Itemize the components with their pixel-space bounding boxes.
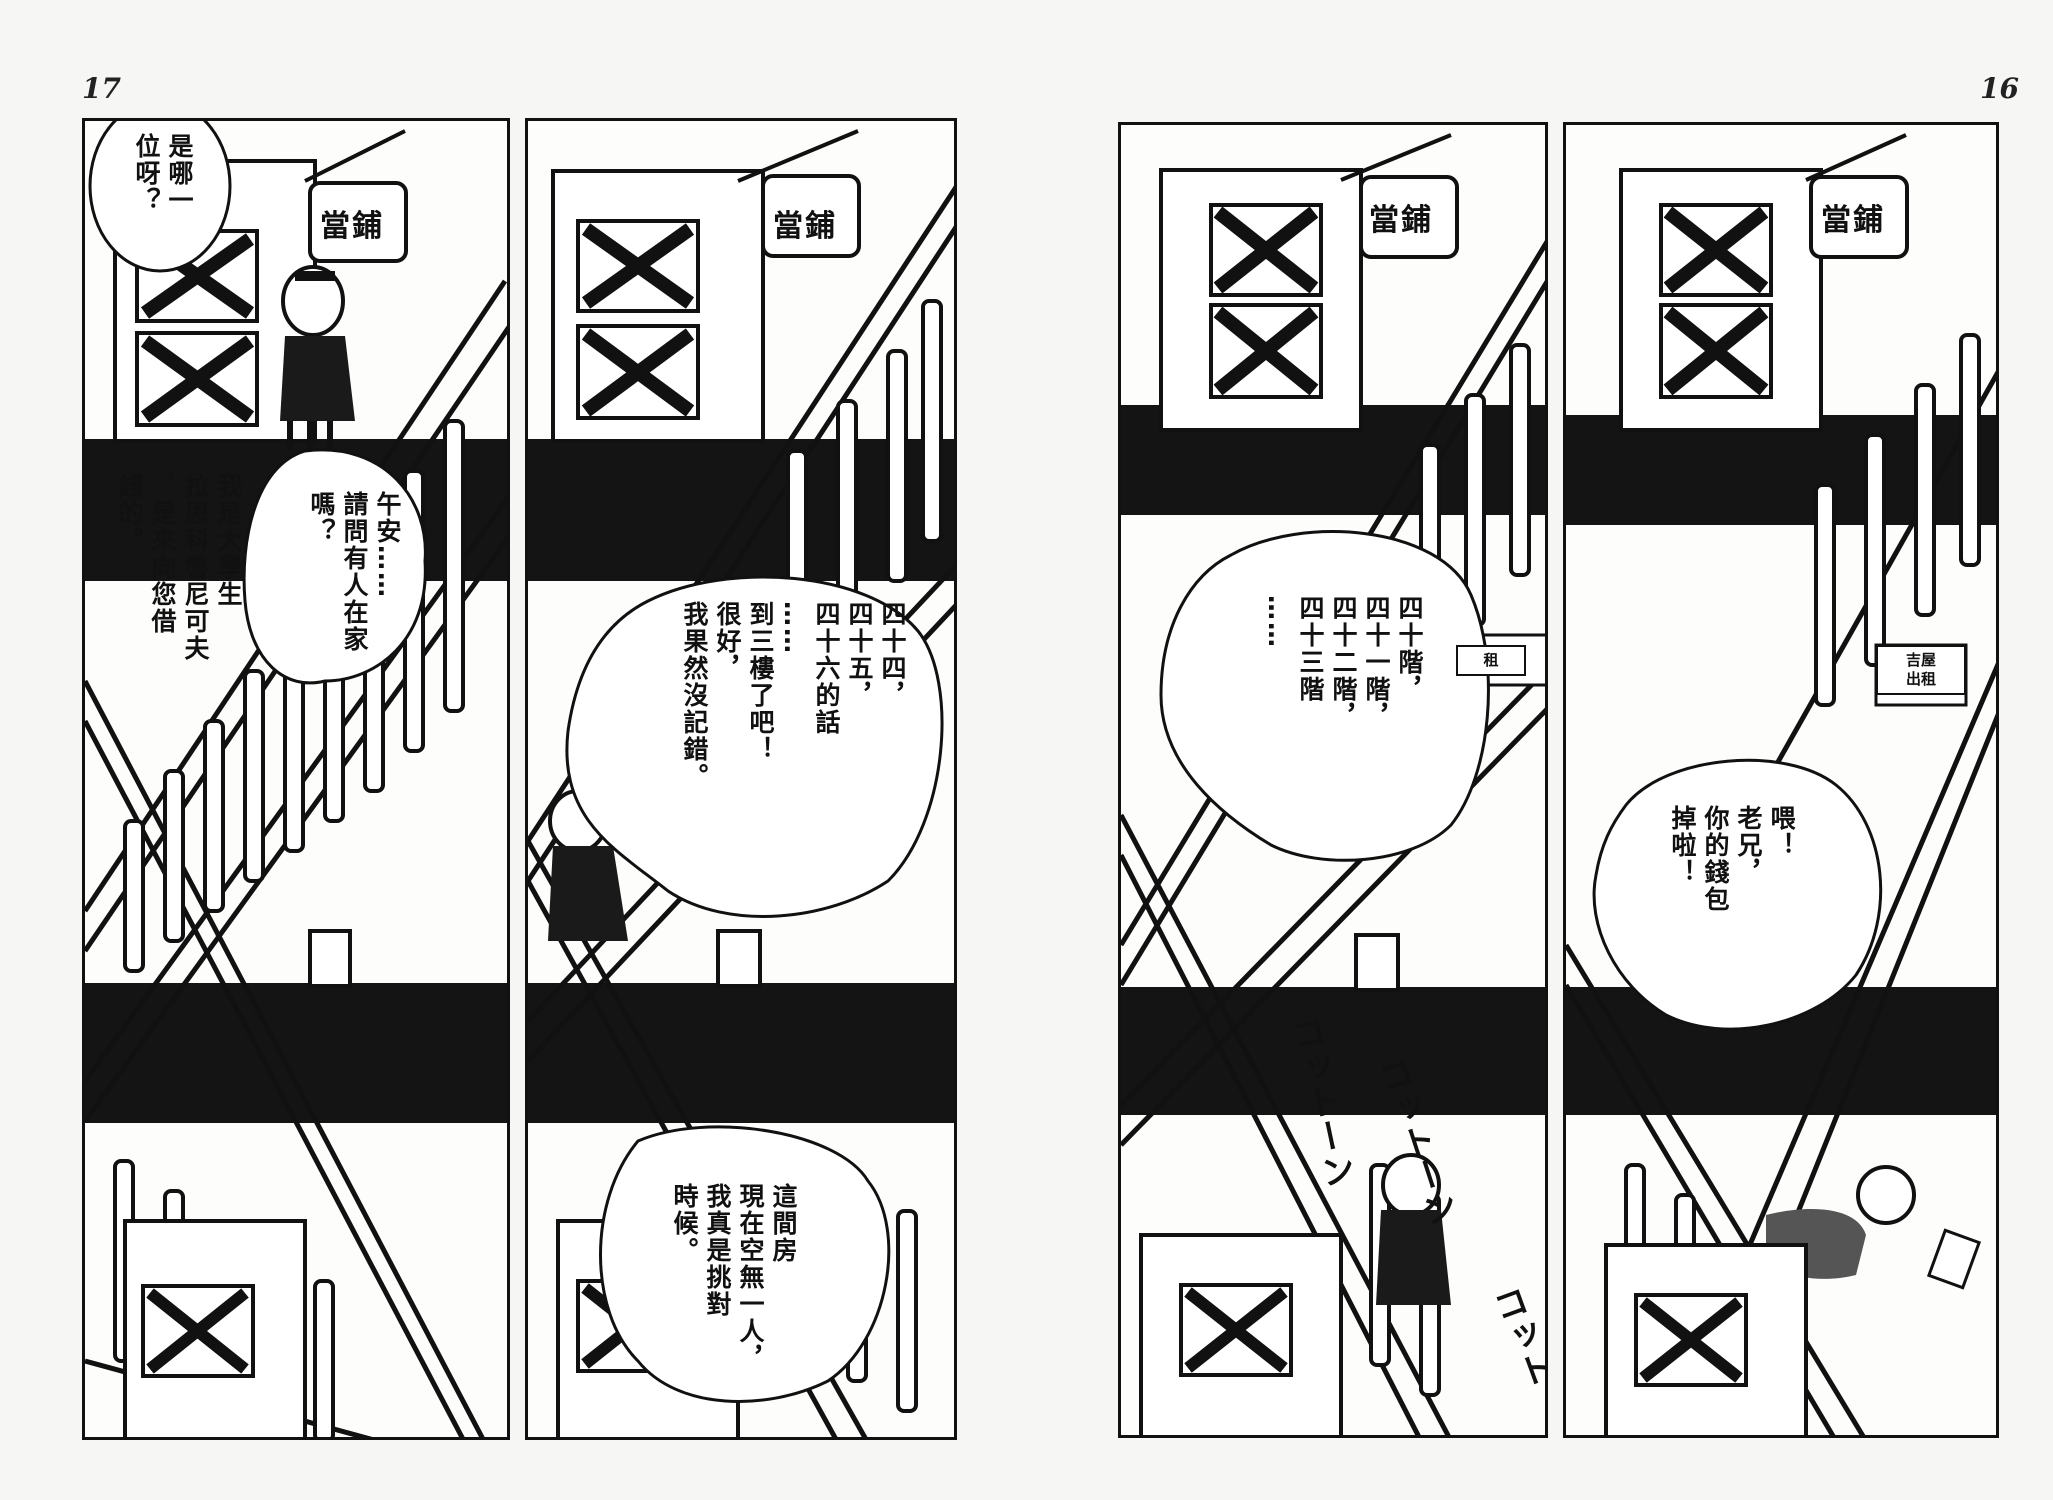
pawnshop-sign: 當鋪 xyxy=(1821,203,1885,238)
rent-plaque-partial: 租 xyxy=(1456,645,1526,676)
rent-plaque-line-2: 出租 xyxy=(1905,669,1936,688)
pawnshop-sign: 當鋪 xyxy=(773,209,837,244)
speech-bubble-wallet-dropped: 喂！ 老兄， 你的錢包 掉啦！ xyxy=(1668,805,1796,913)
stairwell-illustration xyxy=(1121,133,1545,1435)
page-number-right: 16 xyxy=(1980,72,2019,105)
speech-bubble-counting-steps: 四十四， 四十五， 四十六的話 …… 到三樓了吧！ 很好， 我果然沒記錯。 xyxy=(680,601,907,790)
manga-panel-1: 當鋪 是哪一 位呀？ 午安…… 請問有人在家 嗎？ 我是大學生 拉思科魯尼可夫 … xyxy=(82,118,510,1440)
speech-bubble-forty-steps: 四十階， 四十一階， 四十二階， 四十三階 …… xyxy=(1263,595,1424,730)
manga-panel-2: 當鋪 四十四， 四十五， 四十六的話 …… 到三樓了吧！ 很好， 我果然沒記錯。… xyxy=(525,118,957,1440)
speech-bubble-room-empty: 這間房 現在空無一人， 我真是挑對 時候。 xyxy=(670,1183,798,1372)
stairwell-illustration xyxy=(1566,133,1996,1435)
speech-bubble-good-afternoon: 午安…… 請問有人在家 嗎？ xyxy=(307,491,402,653)
narration-introduction: 我是大學生 拉思科魯尼可夫 ，是來向您借 錢的。 xyxy=(115,473,243,662)
pawnshop-sign: 當鋪 xyxy=(1369,203,1433,238)
rent-plaque: 吉屋 出租 xyxy=(1876,645,1966,695)
speech-bubble-who-is-there: 是哪一 位呀？ xyxy=(132,133,194,214)
stairwell-illustration xyxy=(528,129,954,1437)
stairwell-illustration xyxy=(85,121,507,1437)
manga-panel-3: 當鋪 租 四十階， 四十一階， 四十二階， 四十三階 …… コットーン コットー… xyxy=(1118,122,1548,1438)
page-number-left: 17 xyxy=(82,72,121,105)
manga-panel-4: 當鋪 吉屋 出租 喂！ 老兄， 你的錢包 掉啦！ xyxy=(1563,122,1999,1438)
rent-plaque-line-1: 吉屋 xyxy=(1905,651,1936,669)
pawnshop-sign: 當鋪 xyxy=(320,209,384,244)
